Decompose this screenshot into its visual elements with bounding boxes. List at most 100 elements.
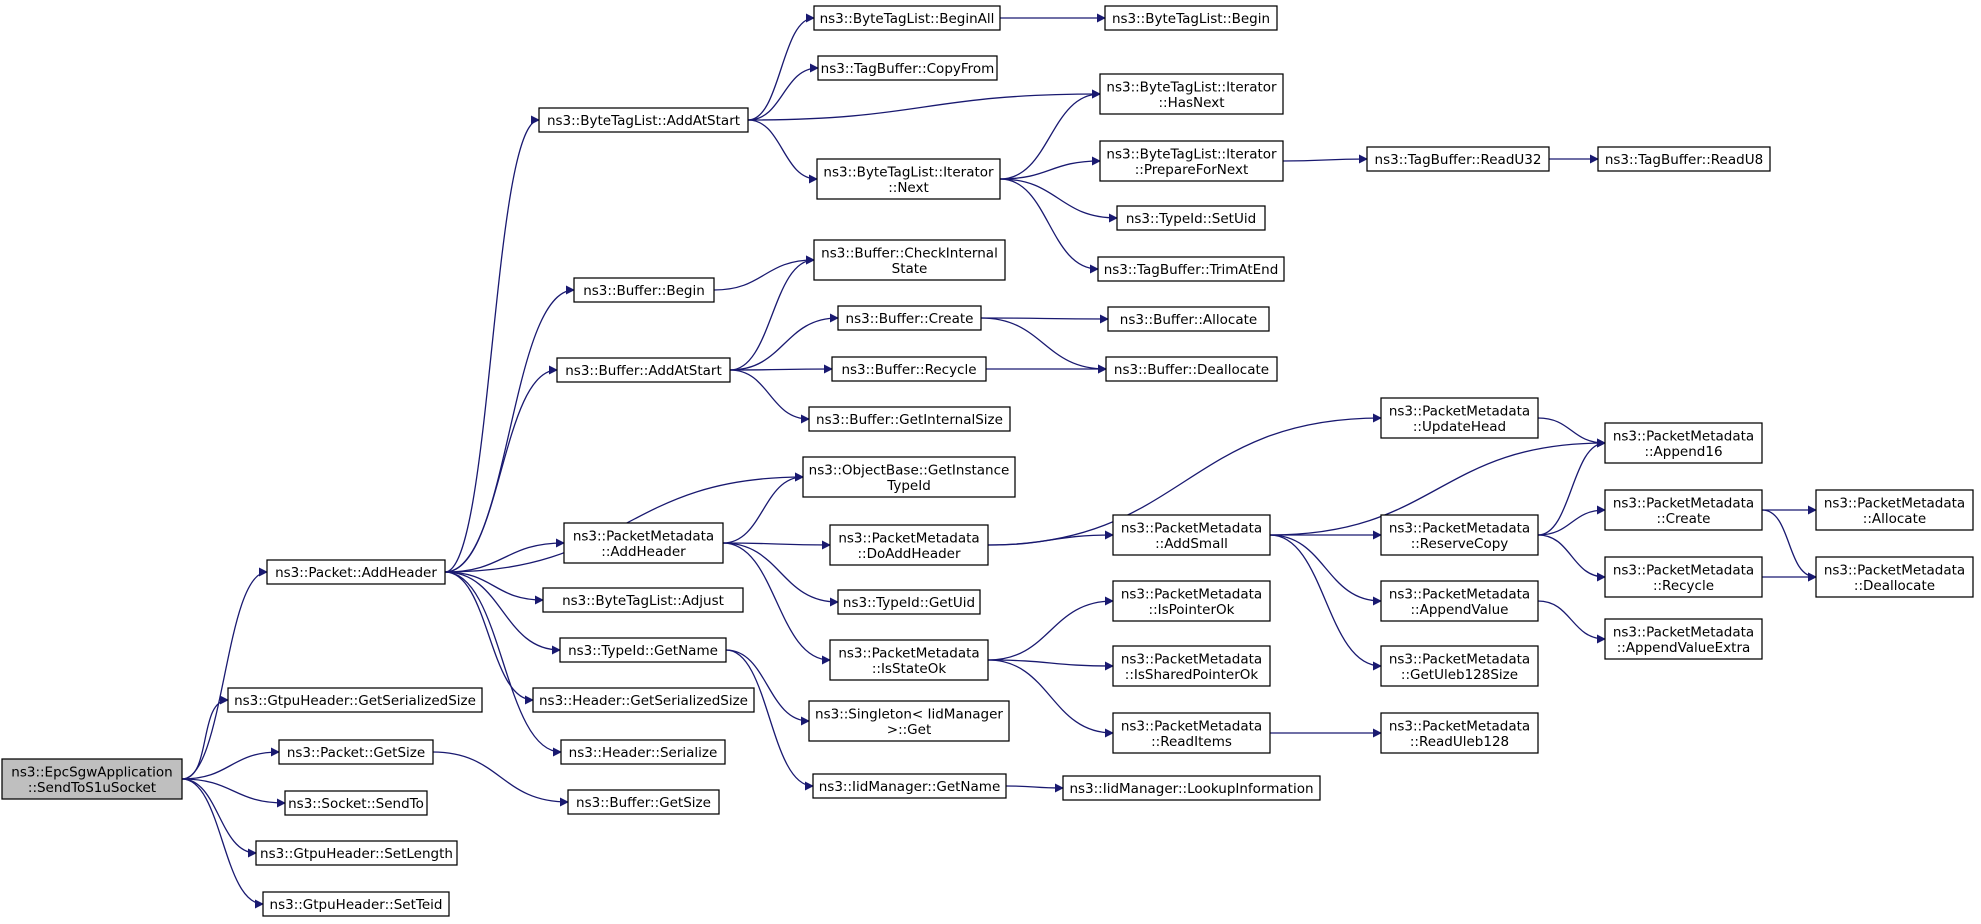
node-tb_readu32[interactable]: ns3::TagBuffer::ReadU32 — [1366, 146, 1550, 172]
node-box[interactable] — [1604, 556, 1763, 598]
node-buf_begin[interactable]: ns3::Buffer::Begin — [573, 277, 715, 303]
node-box[interactable] — [1062, 775, 1321, 801]
node-box[interactable] — [284, 790, 428, 816]
node-pm_updatehead[interactable]: ns3::PacketMetadata::UpdateHead — [1380, 397, 1539, 439]
node-box[interactable] — [1604, 422, 1763, 464]
node-box[interactable] — [813, 5, 1001, 31]
node-hdr_serialize[interactable]: ns3::Header::Serialize — [560, 739, 726, 765]
node-box[interactable] — [567, 789, 720, 815]
node-pm_readuleb128[interactable]: ns3::PacketMetadata::ReadUleb128 — [1380, 712, 1539, 754]
node-box[interactable] — [255, 840, 458, 866]
node-box[interactable] — [1112, 580, 1271, 622]
node-pm_issharedpointerok[interactable]: ns3::PacketMetadata::IsSharedPointerOk — [1112, 645, 1271, 687]
node-box[interactable] — [817, 55, 998, 81]
node-box[interactable] — [1107, 306, 1270, 332]
node-buf_getinternalsize[interactable]: ns3::Buffer::GetInternalSize — [808, 406, 1011, 432]
node-box[interactable] — [829, 524, 989, 566]
node-box[interactable] — [1604, 618, 1763, 660]
node-box[interactable] — [573, 277, 715, 303]
node-box[interactable] — [262, 891, 450, 917]
node-btl_addatstart[interactable]: ns3::ByteTagList::AddAtStart — [538, 107, 749, 133]
node-box[interactable] — [1097, 256, 1285, 282]
node-box[interactable] — [1597, 146, 1771, 172]
node-pm_addsmall[interactable]: ns3::PacketMetadata::AddSmall — [1112, 514, 1271, 556]
node-buf_allocate[interactable]: ns3::Buffer::Allocate — [1107, 306, 1270, 332]
node-box[interactable] — [556, 357, 731, 383]
node-singleton_get[interactable]: ns3::Singleton< IidManager>::Get — [808, 700, 1010, 742]
node-btli_prepare[interactable]: ns3::ByteTagList::Iterator::PrepareForNe… — [1099, 140, 1284, 182]
node-btli_hasnext[interactable]: ns3::ByteTagList::Iterator::HasNext — [1099, 73, 1284, 115]
node-box[interactable] — [1112, 514, 1271, 556]
node-box[interactable] — [802, 456, 1016, 498]
node-box[interactable] — [563, 522, 724, 564]
node-box[interactable] — [1104, 5, 1278, 31]
node-typeid_getuid[interactable]: ns3::TypeId::GetUid — [837, 589, 981, 615]
node-pkt_getsize[interactable]: ns3::Packet::GetSize — [278, 739, 434, 765]
node-buf_create[interactable]: ns3::Buffer::Create — [837, 305, 982, 331]
node-box[interactable] — [1, 758, 183, 800]
node-gtpu_setteid[interactable]: ns3::GtpuHeader::SetTeid — [262, 891, 450, 917]
node-box[interactable] — [1604, 489, 1763, 531]
node-box[interactable] — [1815, 489, 1974, 531]
node-box[interactable] — [1380, 397, 1539, 439]
node-pm_ispointerok[interactable]: ns3::PacketMetadata::IsPointerOk — [1112, 580, 1271, 622]
node-box[interactable] — [1099, 140, 1284, 182]
node-pm_isstateok[interactable]: ns3::PacketMetadata::IsStateOk — [829, 639, 989, 681]
node-pm_deallocate[interactable]: ns3::PacketMetadata::Deallocate — [1815, 556, 1974, 598]
node-box[interactable] — [812, 773, 1007, 799]
node-box[interactable] — [813, 239, 1006, 281]
node-box[interactable] — [278, 739, 434, 765]
node-box[interactable] — [1116, 205, 1266, 231]
node-gtpu_setlen[interactable]: ns3::GtpuHeader::SetLength — [255, 840, 458, 866]
node-tb_copyfrom[interactable]: ns3::TagBuffer::CopyFrom — [817, 55, 998, 81]
node-box[interactable] — [831, 356, 987, 382]
node-gtpu_getser[interactable]: ns3::GtpuHeader::GetSerializedSize — [227, 687, 483, 713]
node-box[interactable] — [1380, 514, 1539, 556]
node-tb_trimatend[interactable]: ns3::TagBuffer::TrimAtEnd — [1097, 256, 1285, 282]
node-pm_allocate[interactable]: ns3::PacketMetadata::Allocate — [1815, 489, 1974, 531]
node-pm_appendvalue[interactable]: ns3::PacketMetadata::AppendValue — [1380, 580, 1539, 622]
node-iid_lookup[interactable]: ns3::IidManager::LookupInformation — [1062, 775, 1321, 801]
node-box[interactable] — [532, 687, 755, 713]
node-box[interactable] — [538, 107, 749, 133]
node-box[interactable] — [829, 639, 989, 681]
node-pm_readitems[interactable]: ns3::PacketMetadata::ReadItems — [1112, 712, 1271, 754]
node-box[interactable] — [808, 406, 1011, 432]
node-iid_getname[interactable]: ns3::IidManager::GetName — [812, 773, 1007, 799]
node-pm_create[interactable]: ns3::PacketMetadata::Create — [1604, 489, 1763, 531]
node-buf_deallocate[interactable]: ns3::Buffer::Deallocate — [1105, 356, 1278, 382]
node-pm_appendvalueextra[interactable]: ns3::PacketMetadata::AppendValueExtra — [1604, 618, 1763, 660]
node-box[interactable] — [1380, 712, 1539, 754]
node-box[interactable] — [1815, 556, 1974, 598]
node-btli_next[interactable]: ns3::ByteTagList::Iterator::Next — [816, 158, 1001, 200]
node-hdr_getser[interactable]: ns3::Header::GetSerializedSize — [532, 687, 755, 713]
node-box[interactable] — [1112, 645, 1271, 687]
node-pkt_addheader[interactable]: ns3::Packet::AddHeader — [266, 559, 446, 585]
node-box[interactable] — [266, 559, 446, 585]
node-sock_sendto[interactable]: ns3::Socket::SendTo — [284, 790, 428, 816]
node-buf_recycle[interactable]: ns3::Buffer::Recycle — [831, 356, 987, 382]
node-buf_getsize[interactable]: ns3::Buffer::GetSize — [567, 789, 720, 815]
node-pm_append16[interactable]: ns3::PacketMetadata::Append16 — [1604, 422, 1763, 464]
node-box[interactable] — [1112, 712, 1271, 754]
node-pm_doaddheader[interactable]: ns3::PacketMetadata::DoAddHeader — [829, 524, 989, 566]
node-box[interactable] — [227, 687, 483, 713]
node-tb_readu8[interactable]: ns3::TagBuffer::ReadU8 — [1597, 146, 1771, 172]
node-btl_begin[interactable]: ns3::ByteTagList::Begin — [1104, 5, 1278, 31]
node-root[interactable]: ns3::EpcSgwApplication::SendToS1uSocket — [1, 758, 183, 800]
node-box[interactable] — [816, 158, 1001, 200]
node-box[interactable] — [559, 637, 727, 663]
node-buf_addatstart[interactable]: ns3::Buffer::AddAtStart — [556, 357, 731, 383]
node-box[interactable] — [542, 587, 744, 613]
node-box[interactable] — [837, 589, 981, 615]
node-box[interactable] — [1380, 645, 1539, 687]
node-typeid_getname[interactable]: ns3::TypeId::GetName — [559, 637, 727, 663]
node-box[interactable] — [560, 739, 726, 765]
node-box[interactable] — [1105, 356, 1278, 382]
node-box[interactable] — [1380, 580, 1539, 622]
node-pm_getuleb128size[interactable]: ns3::PacketMetadata::GetUleb128Size — [1380, 645, 1539, 687]
node-box[interactable] — [837, 305, 982, 331]
node-pm_addheader[interactable]: ns3::PacketMetadata::AddHeader — [563, 522, 724, 564]
